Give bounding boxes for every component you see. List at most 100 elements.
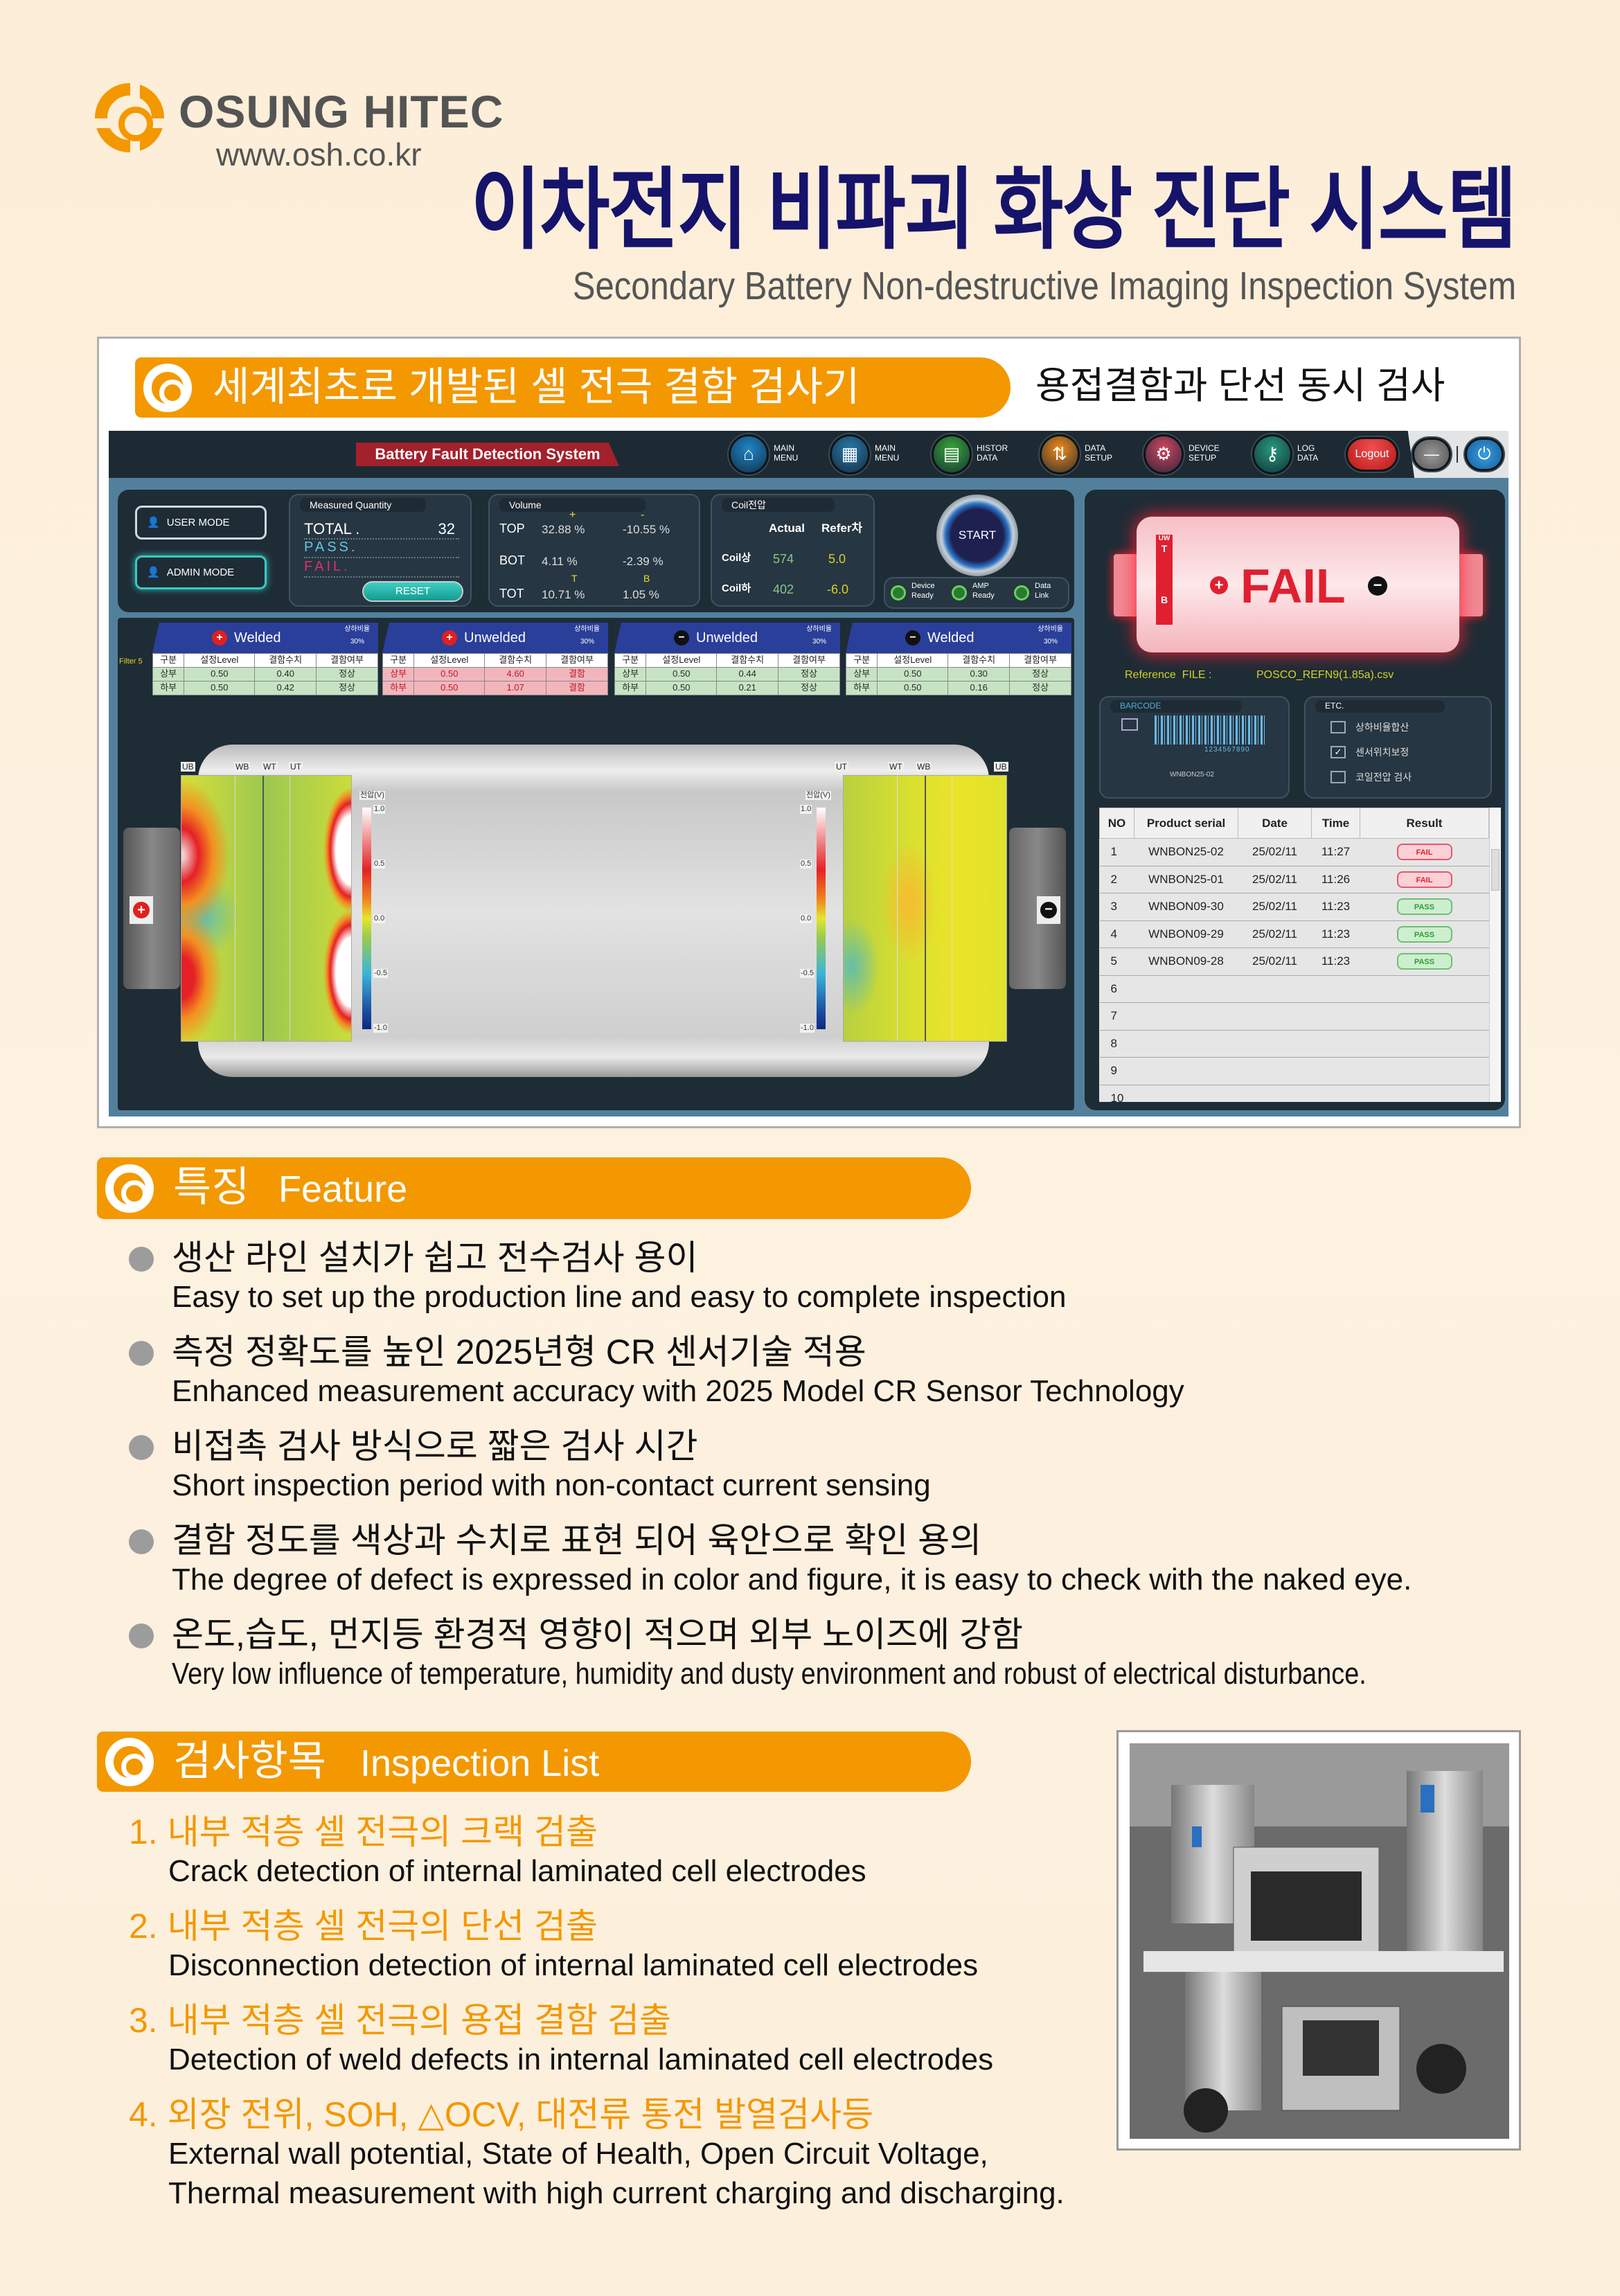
minimize-icon[interactable]: — <box>1412 438 1451 471</box>
table-cell: 0.50 <box>413 667 486 682</box>
table-cell: 하부 <box>382 681 415 695</box>
gears-icon: ⚙ <box>1155 443 1172 465</box>
table-row[interactable]: 9 <box>1099 1057 1489 1085</box>
scrollbar[interactable] <box>1489 808 1501 1102</box>
ratio-label: 상하비율 <box>574 625 600 633</box>
inspection-item-ko: 2. 내부 적층 셀 전극의 단선 검출 <box>129 1907 598 1946</box>
inspection-title-ko: 검사항목 <box>173 1738 326 1784</box>
etc-option-label: 센서위치보정 <box>1355 746 1409 758</box>
updown-arrows-button[interactable]: ⇅ <box>1040 434 1080 474</box>
toolbar-label-line: MENU <box>875 453 900 463</box>
gears-button[interactable]: ⚙ <box>1143 434 1184 474</box>
ratio-label: 상하비율 <box>1038 625 1063 633</box>
admin-mode-button[interactable]: 👤ADMIN MODE <box>135 555 267 589</box>
table-row[interactable]: 6 <box>1099 975 1489 1003</box>
toolbar-label-line: DATA <box>1085 443 1106 453</box>
zone-label: WT <box>262 762 278 772</box>
toolbar-label-line: SETUP <box>1085 453 1113 463</box>
box-title: Measured Quantity <box>300 498 426 513</box>
column-header[interactable]: Time <box>1311 808 1360 839</box>
start-button[interactable]: START <box>936 495 1018 576</box>
etc-option[interactable]: ✓ 센서위치보정 <box>1330 746 1409 758</box>
scrollbar-thumb[interactable] <box>1491 849 1499 891</box>
refer-header: Refer차 <box>821 522 863 535</box>
machine-image <box>1130 1743 1509 2139</box>
table-cell: 0.21 <box>716 681 779 695</box>
result-cell: PASS <box>1360 947 1489 976</box>
etc-option[interactable]: 상하비율합산 <box>1330 721 1409 733</box>
column-header: 결함수치 <box>947 653 1011 668</box>
barcode-serial: WNBON25-02 <box>1170 771 1214 778</box>
key-icon: ⚷ <box>1265 443 1279 465</box>
barcode-checkbox[interactable] <box>1121 718 1138 731</box>
checkbox-checked[interactable]: ✓ <box>1330 746 1346 758</box>
etc-option-label: 상하비율합산 <box>1355 721 1409 733</box>
column-header[interactable]: Date <box>1238 808 1312 839</box>
logout-button[interactable]: Logout <box>1346 437 1398 472</box>
home-button[interactable]: ⌂ <box>729 434 769 474</box>
date <box>1238 1085 1312 1102</box>
scale-tick: 0.0 <box>800 914 812 923</box>
feature-en: Very low influence of temperature, humid… <box>172 1657 1367 1691</box>
coil-upper-label: Coil상 <box>722 552 751 564</box>
product-serial <box>1134 1085 1238 1102</box>
column-header[interactable]: Result <box>1360 808 1489 839</box>
logo-icon <box>105 1164 154 1213</box>
etc-option[interactable]: 코일전압 검사 <box>1330 771 1412 783</box>
column-header: 구분 <box>845 653 878 668</box>
table-row[interactable]: 8 <box>1099 1030 1489 1058</box>
inspection-item-ko: 3. 내부 적층 셀 전극의 용접 결함 검출 <box>129 2001 671 2040</box>
table-row[interactable]: 10 <box>1099 1085 1489 1102</box>
volume-box: Volume + - TOP 32.88 % -10.55 % BOT 4.11… <box>488 494 700 607</box>
defect-tab-title: Welded <box>234 630 281 646</box>
product-serial: WNBON25-02 <box>1134 838 1238 866</box>
inspection-item-en: Disconnection detection of internal lami… <box>168 1948 979 1982</box>
chart-button[interactable]: ▦ <box>830 434 870 474</box>
total-value: 32 <box>438 520 455 537</box>
power-icon[interactable]: ⏻ <box>1465 438 1504 471</box>
table-cell: 0.50 <box>646 681 718 695</box>
left-heatmap <box>181 775 352 1042</box>
measured-quantity-box: Measured Quantity TOTAL . 32 PASS. FAIL.… <box>289 494 472 607</box>
column-header[interactable]: Product serial <box>1134 808 1238 839</box>
time: 11:26 <box>1311 866 1360 893</box>
toolbar-label-line: DATA <box>1297 453 1319 463</box>
table-cell: 0.50 <box>877 681 949 695</box>
user-mode-button[interactable]: 👤USER MODE <box>135 506 267 540</box>
table-cell: 0.30 <box>947 667 1011 682</box>
row-number: 9 <box>1099 1057 1134 1085</box>
table-row[interactable]: 7 <box>1099 1002 1489 1031</box>
date: 25/02/11 <box>1238 893 1312 921</box>
table-cell: 정상 <box>1009 667 1071 682</box>
column-header: 구분 <box>152 653 185 668</box>
checkbox[interactable] <box>1330 721 1346 733</box>
checkbox[interactable] <box>1330 771 1346 783</box>
time: 11:23 <box>1311 947 1360 976</box>
ratio-value: 30% <box>350 638 364 646</box>
key-button[interactable]: ⚷ <box>1252 434 1292 474</box>
row-number: 2 <box>1099 866 1134 893</box>
document-button[interactable]: ▤ <box>932 434 972 474</box>
user-mode-label: USER MODE <box>166 516 230 528</box>
box-title: Coil전압 <box>722 498 835 513</box>
column-header[interactable]: NO <box>1099 808 1134 839</box>
time <box>1311 975 1360 1003</box>
bullet-icon <box>129 1623 154 1648</box>
scale-title: 전압(V) <box>359 791 385 800</box>
column-header: 결함여부 <box>546 653 608 668</box>
reset-button[interactable]: RESET <box>362 581 463 602</box>
table-cell: 정상 <box>778 681 840 695</box>
